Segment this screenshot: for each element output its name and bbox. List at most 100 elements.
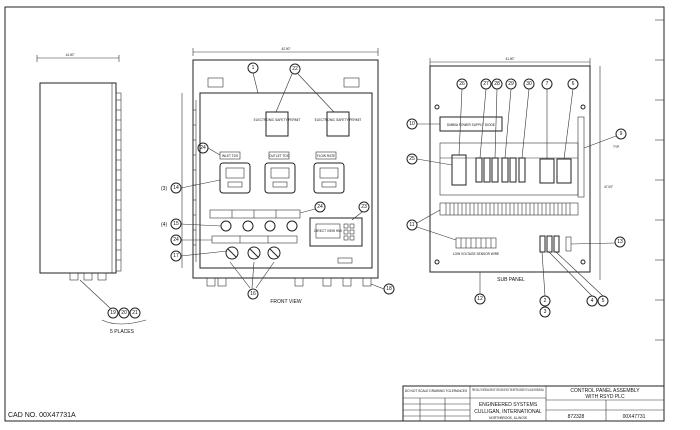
selector-label-bar [209, 209, 301, 219]
tb-title-1: CONTROL PANEL ASSEMBLY [570, 388, 640, 394]
sub-panel-mount-holes [434, 104, 586, 265]
ground-terminal [565, 236, 572, 252]
svg-text:22: 22 [292, 66, 298, 72]
svg-text:23: 23 [361, 204, 367, 210]
svg-text:13: 13 [617, 239, 623, 245]
svg-text:11: 11 [409, 222, 414, 228]
sub-panel-view: 41.00" 47.00" DMB5A POWER SUPPLY DIODE 1… [406, 57, 627, 318]
svg-text:12: 12 [477, 296, 483, 302]
tb-note-mid: PRINT & BILL OF MATERIALS ARE NOT TO BE … [472, 388, 544, 392]
readout-label-flow [315, 151, 337, 160]
places-callout: 5 PLACES [110, 329, 135, 335]
bubble-4 [586, 295, 598, 307]
typ-note: TYP. [613, 145, 620, 149]
front-enclosure [192, 59, 379, 279]
fuse-holders [539, 235, 560, 253]
svg-text:27: 27 [483, 81, 489, 87]
cad-number: CAD NO. 00X47731A [8, 412, 76, 419]
svg-text:29: 29 [508, 81, 514, 87]
bubble-21 [129, 307, 141, 319]
bubble-9 [615, 128, 627, 140]
vertical-wire-duct [577, 116, 585, 198]
bubble-19 [107, 307, 119, 319]
svg-text:INLET TDS: INLET TDS [222, 154, 238, 158]
side-view: 14.00" 19 20 21 5 PLACES [36, 53, 147, 335]
bubble-16 [247, 288, 259, 300]
meter-flow [313, 162, 345, 194]
readout-label-outlet [268, 151, 290, 160]
svg-text:4: 4 [591, 298, 594, 304]
sub-width-dim: 41.00" [505, 57, 514, 61]
front-width-dim: 42.00" [281, 47, 290, 51]
bubble-2 [539, 295, 551, 307]
tb-drawing-no: 00X47731 [623, 414, 646, 420]
svg-text:9: 9 [620, 131, 623, 137]
bubble-13 [614, 236, 626, 248]
bubble-3 [539, 306, 551, 318]
sheet-border [4, 6, 665, 422]
svg-text:OUTLET TDS: OUTLET TDS [269, 154, 289, 158]
svg-text:20: 20 [121, 310, 127, 316]
sub-height-dim: 47.00" [604, 185, 613, 189]
svg-text:24: 24 [173, 237, 179, 243]
bubble-20 [118, 307, 130, 319]
low-voltage-label: LOW VOLTAGE SENSOR WIRE [453, 252, 499, 256]
readout-label-inlet [219, 151, 241, 160]
svg-text:14: 14 [173, 185, 179, 191]
front-bottom-fittings [206, 277, 372, 287]
svg-text:30: 30 [526, 81, 532, 87]
side-enclosure [39, 82, 117, 274]
bubble-22 [289, 63, 301, 75]
tb-note-left: DO NOT SCALE DRAWING TOLERANCES [405, 389, 467, 393]
tb-company-1: ENGINEERED SYSTEMS [479, 402, 538, 408]
tb-title-2: WITH RSYD PLC [585, 394, 625, 400]
svg-text:DMB5A POWER SUPPLY DIODE: DMB5A POWER SUPPLY DIODE [447, 123, 495, 127]
svg-text:10: 10 [409, 121, 415, 127]
side-width-dim: 14.00" [65, 53, 74, 57]
tb-company-2: CULLIGAN, INTERNATIONAL [474, 409, 542, 415]
meter-inlet [219, 162, 251, 194]
selector-switches [225, 246, 281, 260]
door-latch [337, 257, 353, 264]
svg-text:FLOW RATE: FLOW RATE [317, 154, 335, 158]
svg-text:5: 5 [602, 298, 605, 304]
sub-panel-label: SUB PANEL [497, 277, 525, 283]
relays [539, 158, 572, 184]
svg-text:15: 15 [173, 221, 179, 227]
front-door [199, 92, 373, 269]
front-view: 42.00" 1 22 ELECTRONIC SAFETY PERMIT ELE… [161, 47, 395, 305]
bubble-23 [358, 201, 370, 213]
tb-company-3: NORTHBROOK, ILLINOIS [489, 416, 527, 420]
svg-text:25: 25 [409, 156, 415, 162]
svg-text:19: 19 [110, 310, 116, 316]
mounting-tab-left [207, 77, 224, 88]
upper-din-rail [439, 142, 579, 196]
front-view-label: FRONT VIEW [270, 299, 302, 305]
title-block: DO NOT SCALE DRAWING TOLERANCES PRINT & … [402, 385, 665, 422]
svg-text:17: 17 [173, 253, 179, 259]
svg-text:6: 6 [572, 81, 575, 87]
svg-text:18: 18 [386, 286, 392, 292]
qty-15: (4) [161, 222, 167, 228]
bubble-5 [597, 295, 609, 307]
safety-controller-right [326, 111, 350, 137]
safety-controller-left [265, 111, 289, 137]
svg-text:21: 21 [132, 310, 138, 316]
svg-text:1: 1 [252, 65, 255, 71]
svg-text:DIRECT VIEW HMI: DIRECT VIEW HMI [314, 229, 342, 233]
sheet-edge-ticks [655, 19, 664, 341]
mounting-tab-right [343, 77, 360, 88]
svg-text:28: 28 [494, 81, 500, 87]
hmi-panel [309, 217, 363, 247]
tb-project-no: 872328 [568, 414, 585, 420]
terminal-block-rail [439, 202, 579, 216]
switch-label-bar [211, 235, 298, 244]
bubble-24-mid [314, 201, 326, 213]
sub-panel-plate [429, 65, 591, 273]
svg-text:ELECTRONIC SAFETY PERMIT: ELECTRONIC SAFETY PERMIT [315, 118, 362, 122]
meter-outlet [264, 162, 296, 194]
svg-text:2: 2 [544, 298, 547, 304]
terminal-blocks [445, 203, 571, 215]
plc-modules [451, 154, 526, 186]
